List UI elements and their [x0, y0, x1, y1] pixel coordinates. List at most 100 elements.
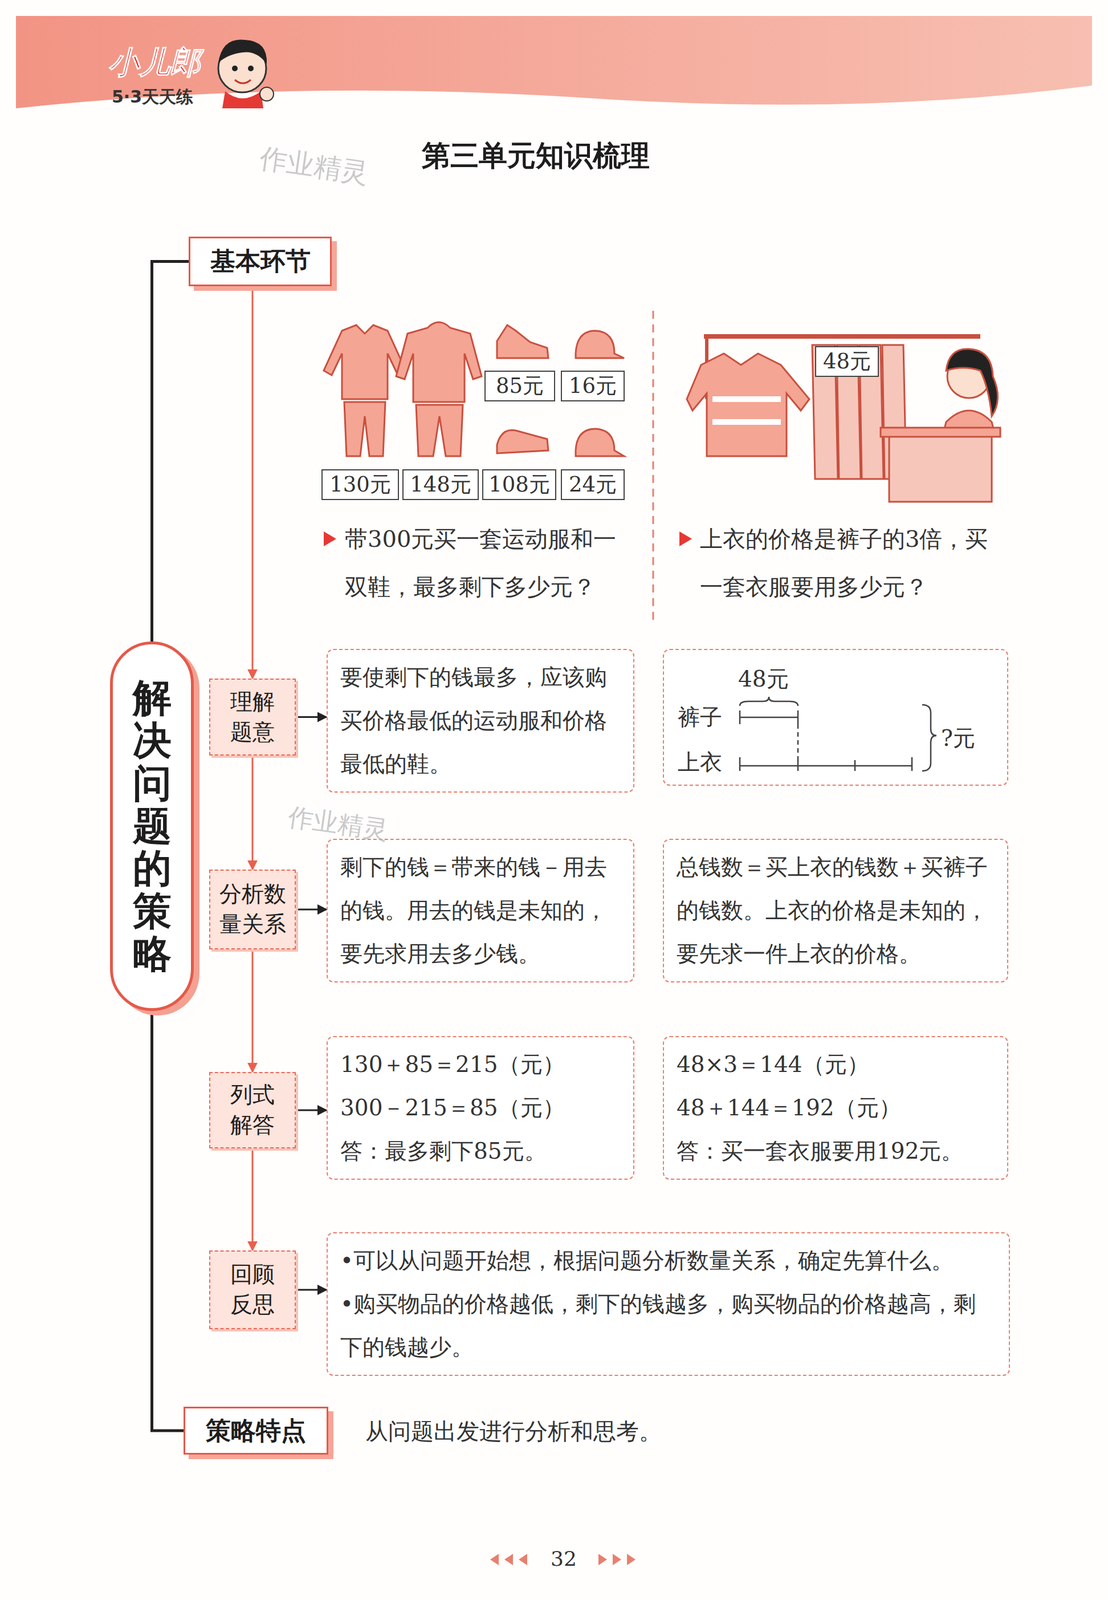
step-box: 列式解答	[209, 1071, 296, 1148]
bar-label: 上衣	[677, 748, 723, 776]
bar-stroke	[922, 704, 937, 771]
vertical-title: 解决问题的策略	[132, 676, 172, 976]
node-text: 48元	[823, 347, 871, 376]
flow-arrow	[251, 755, 254, 870]
shop-illustration-part	[703, 333, 981, 339]
shop-illustration-part	[889, 433, 992, 502]
price-tag: 48元	[815, 345, 879, 377]
sportswear-illustration-part	[497, 429, 549, 454]
sportswear-illustration-part	[575, 428, 625, 456]
bar-label: 裤子	[677, 703, 723, 731]
bar-stroke	[797, 723, 800, 761]
bar-label: 48元	[738, 665, 789, 693]
node-text: •购买物品的价格越低，剩下的钱越多，购买物品的价格越高，剩下的钱越少。	[340, 1281, 997, 1369]
bracket-line	[152, 261, 190, 642]
strategy-panel: 解决问题的策略	[110, 641, 194, 1011]
price-tag: 16元	[560, 370, 625, 402]
bar-stroke	[739, 696, 798, 706]
price-tag: 130元	[321, 469, 399, 500]
step-box: 理解题意	[209, 678, 296, 756]
cartoon-boy-part	[222, 91, 264, 109]
sportswear-illustration	[323, 322, 625, 456]
node-text: 回顾反思	[230, 1259, 275, 1319]
content-box: 总钱数＝买上衣的钱数＋买裤子的钱数。上衣的价格是未知的，要先求一件上衣的价格。	[662, 838, 1009, 983]
bracket-line	[152, 1010, 185, 1431]
page-title: 第三单元知识梳理	[421, 136, 650, 175]
node-text: 108元	[488, 470, 551, 499]
strategy-text: 从问题出发进行分析和思考。	[365, 1416, 662, 1445]
flow-arrow	[295, 715, 327, 718]
flow-arrow	[295, 908, 327, 911]
node-text: 48×3＝144（元）	[676, 1042, 995, 1086]
node-text: 剩下的钱＝带来的钱－用去的钱。用去的钱是未知的，要先求用去多少钱。	[340, 845, 621, 976]
bar-stroke	[739, 756, 912, 771]
section-divider-part	[652, 310, 655, 622]
shop-illustration-part	[880, 427, 1001, 437]
node-text: 策略特点	[205, 1413, 307, 1448]
section-heading: 策略特点	[183, 1406, 329, 1454]
cartoon-boy	[218, 39, 274, 109]
page-number: 32	[550, 1545, 577, 1571]
bar-label: ?元	[941, 724, 976, 752]
bar-diagram-box: 48元裤子上衣 ?元	[662, 648, 1009, 786]
shop-illustration	[686, 336, 1001, 502]
page-arrows-part	[504, 1553, 513, 1565]
shop-illustration-part	[686, 353, 810, 456]
shop-illustration-part	[712, 398, 781, 422]
page-arrows-part	[518, 1553, 528, 1565]
step-box: 分析数量关系	[209, 869, 296, 949]
cartoon-boy-part	[234, 79, 251, 84]
content-box: 要使剩下的钱最多，应该购买价格最低的运动服和价格最低的鞋。	[326, 648, 635, 793]
page-arrows-part	[598, 1553, 608, 1565]
sportswear-illustration-part	[344, 401, 386, 456]
flow-arrow	[251, 1147, 254, 1250]
node-text: 分析数量关系	[219, 878, 287, 939]
node-text: 48＋144＝192（元）	[676, 1085, 995, 1130]
step-box: 回顾反思	[209, 1249, 296, 1329]
node-text: 答：最多剩下85元。	[340, 1129, 621, 1173]
node-text: 答：买一套衣服要用192元。	[676, 1129, 995, 1173]
content-box: •可以从问题开始想，根据问题分析数量关系，确定先算什么。•购买物品的价格越低，剩…	[326, 1231, 1010, 1376]
cartoon-boy-part	[218, 39, 267, 65]
price-tag: 85元	[484, 370, 556, 402]
cartoon-boy-part	[259, 87, 274, 101]
problem-text: 带300元买一套运动服和一双鞋，最多剩下多少元？	[344, 514, 639, 611]
node-text: 148元	[409, 470, 472, 499]
page-arrows-part	[490, 1553, 499, 1565]
node-text: 24元	[568, 470, 617, 499]
flow-arrow	[251, 286, 254, 679]
brand-logo: 小儿郎	[108, 44, 201, 82]
node-text: 总钱数＝买上衣的钱数＋买裤子的钱数。上衣的价格是未知的，要先求一件上衣的价格。	[676, 845, 995, 976]
flow-arrow	[295, 1109, 327, 1111]
node-text: 基本环节	[210, 244, 311, 279]
sportswear-illustration-part	[416, 404, 463, 456]
node-text: 300－215＝85（元）	[340, 1085, 621, 1130]
node-text: 要使剩下的钱最多，应该购买价格最低的运动服和价格最低的鞋。	[340, 655, 621, 786]
page-arrows-part	[626, 1553, 636, 1565]
content-box: 48×3＝144（元）48＋144＝192（元）答：买一套衣服要用192元。	[662, 1035, 1009, 1180]
watermark: 作业精灵	[257, 141, 371, 190]
problem-text: 上衣的价格是裤子的3倍，买一套衣服要用多少元？	[699, 514, 1011, 611]
node-text: 列式解答	[230, 1079, 275, 1140]
content-box: 剩下的钱＝带来的钱－用去的钱。用去的钱是未知的，要先求用去多少钱。	[326, 838, 635, 983]
problem-bullet-part	[679, 531, 692, 547]
section-heading: 基本环节	[188, 236, 332, 287]
watermark: 作业精灵	[286, 801, 390, 846]
price-tag: 108元	[482, 469, 557, 500]
section-divider	[653, 310, 654, 622]
page-arrows-part	[612, 1553, 622, 1565]
node-text: 理解题意	[230, 686, 275, 747]
sportswear-illustration-part	[396, 322, 482, 402]
flow-arrow	[295, 1288, 327, 1291]
flow-arrow	[251, 948, 254, 1072]
cartoon-boy-part	[231, 65, 238, 72]
shop-illustration-part	[946, 348, 998, 417]
node-text: •可以从问题开始想，根据问题分析数量关系，确定先算什么。	[340, 1238, 997, 1282]
header-band-part	[15, 15, 1093, 109]
node-text: 16元	[568, 371, 617, 401]
price-tag: 24元	[560, 469, 625, 500]
header-band	[15, 15, 1093, 109]
content-box: 130＋85＝215（元）300－215＝85（元）答：最多剩下85元。	[326, 1035, 635, 1180]
